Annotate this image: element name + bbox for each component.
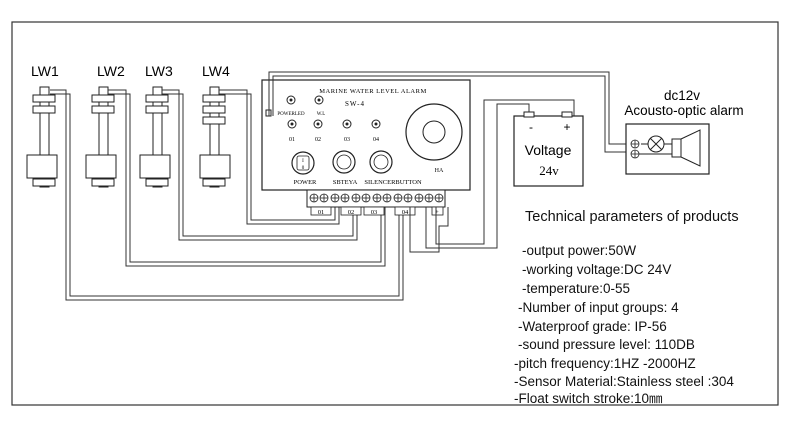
spec-item: -sound pressure level: 110DB xyxy=(518,337,695,352)
sensor-label-lw4: LW4 xyxy=(202,63,230,79)
alarm-name: Acousto-optic alarm xyxy=(624,103,743,118)
indicator-label: 04 xyxy=(373,137,379,143)
float-sensor-lw4 xyxy=(199,86,231,188)
supply-title: Voltage xyxy=(525,142,572,158)
supply-plus-sign: + xyxy=(563,120,570,134)
indicator-label: 02 xyxy=(315,137,321,143)
indicator-label: W.L xyxy=(317,112,326,117)
sensor-wires xyxy=(50,89,404,301)
diagram-border xyxy=(11,21,779,406)
spec-item: -output power:50W xyxy=(522,243,637,258)
controller-title: MARINE WATER LEVEL ALARM xyxy=(319,88,427,95)
spec-item: -pitch frequency:1HZ -2000HZ xyxy=(514,356,696,371)
horn-label: HA xyxy=(435,168,444,174)
button-label-standby: SBTEYA xyxy=(333,179,358,186)
sensor-label-lw1: LW1 xyxy=(31,63,59,79)
supply-wires xyxy=(268,71,627,253)
supply-value: 24v xyxy=(539,163,559,178)
switch-mark-on: I xyxy=(302,159,304,164)
spec-item: -working voltage:DC 24V xyxy=(522,262,672,277)
indicator-label: POWERLED xyxy=(277,112,305,117)
spec-item: -Sensor Material:Stainless steel :304 xyxy=(514,374,734,389)
alarm-controller: MARINE WATER LEVEL ALARM SW-4 POWERLED W… xyxy=(261,79,471,191)
terminal-label: + xyxy=(435,209,439,216)
horn-speaker-icon xyxy=(671,129,701,167)
spec-item: -temperature:0-55 xyxy=(522,281,631,296)
terminal-label: 03 xyxy=(371,209,378,216)
specs-heading: Technical parameters of products xyxy=(525,209,739,225)
spec-item: -Float switch stroke:10㎜ xyxy=(514,391,663,406)
acousto-optic-alarm xyxy=(625,123,710,175)
alarm-voltage: dc12v xyxy=(664,88,700,103)
float-sensor-lw1 xyxy=(26,86,58,188)
button-label-silencer: SILENCERBUTTON xyxy=(364,179,422,186)
sensor-label-lw2: LW2 xyxy=(97,63,125,79)
power-supply-box: - + Voltage 24v xyxy=(513,111,584,187)
float-sensor-lw3 xyxy=(139,86,171,188)
sensor-label-lw3: LW3 xyxy=(145,63,173,79)
terminal-label: 02 xyxy=(348,209,355,216)
controller-model: SW-4 xyxy=(345,100,365,108)
supply-minus-sign: - xyxy=(529,120,533,134)
button-label-power: POWER xyxy=(294,179,317,186)
terminal-label: 04 xyxy=(402,209,409,216)
spec-item: -Waterproof grade: IP-56 xyxy=(518,319,667,334)
spec-item: -Number of input groups: 4 xyxy=(518,300,679,315)
indicator-label: 03 xyxy=(344,137,350,143)
switch-mark-off: 0 xyxy=(302,166,305,171)
indicator-label: 01 xyxy=(289,137,295,143)
terminal-block: 01 02 03 04 + xyxy=(306,189,446,216)
float-sensor-lw2 xyxy=(85,86,117,188)
terminal-label: 01 xyxy=(318,209,325,216)
